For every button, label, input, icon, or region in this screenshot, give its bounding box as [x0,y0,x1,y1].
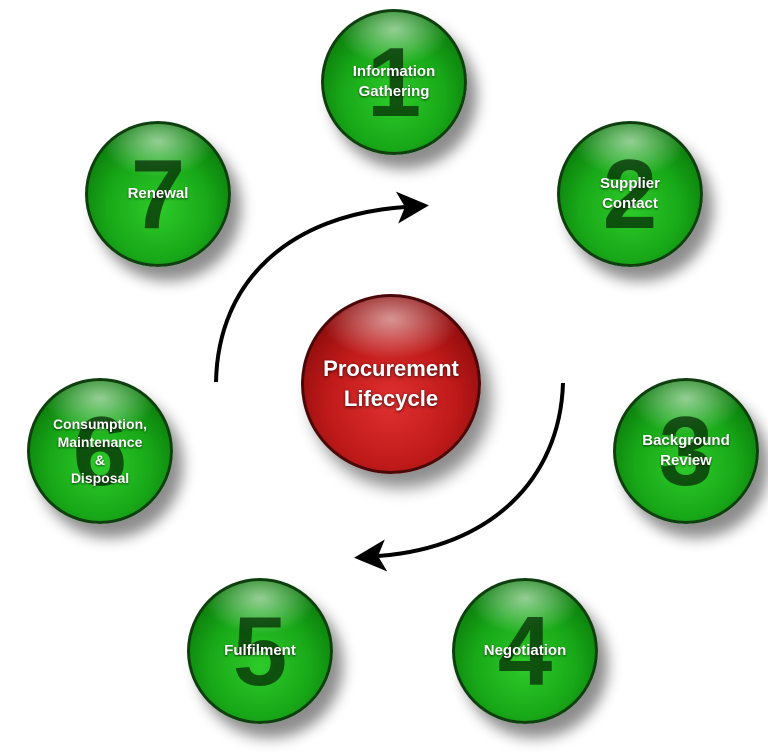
step-2-node: 2 Supplier Contact [557,121,703,267]
step-5-label: Fulfilment [224,642,296,659]
step-7-number: 7 [130,139,186,249]
step-4-node: 4 Negotiation [452,578,598,724]
step-4-number: 4 [497,596,553,706]
center-node: Procurement Lifecycle [301,294,481,474]
step-1-label: Information Gathering [352,63,436,100]
step-3-label: Background Review [642,432,730,469]
center-label: Procurement Lifecycle [323,356,459,411]
step-5-node: 5 Fulfilment [187,578,333,724]
step-2-number: 2 [602,139,658,249]
step-3-number: 3 [658,396,714,506]
upper-arrow [214,191,429,383]
step-4-label: Negotiation [483,642,567,659]
step-3-node: 3 Background Review [613,378,759,524]
step-7-label: Renewal [127,185,189,202]
step-6-label: Consumption, Maintenance & Disposal [52,416,148,486]
step-2-label: Supplier Contact [599,175,660,212]
step-1-node: 1 Information Gathering [321,9,467,155]
step-5-number: 5 [232,596,288,706]
step-7-node: 7 Renewal [85,121,231,267]
step-6-node: 6 Consumption, Maintenance & Disposal [27,378,173,524]
lower-arrow [354,382,565,572]
step-6-number: 6 [72,396,128,506]
step-1-number: 1 [366,27,422,137]
